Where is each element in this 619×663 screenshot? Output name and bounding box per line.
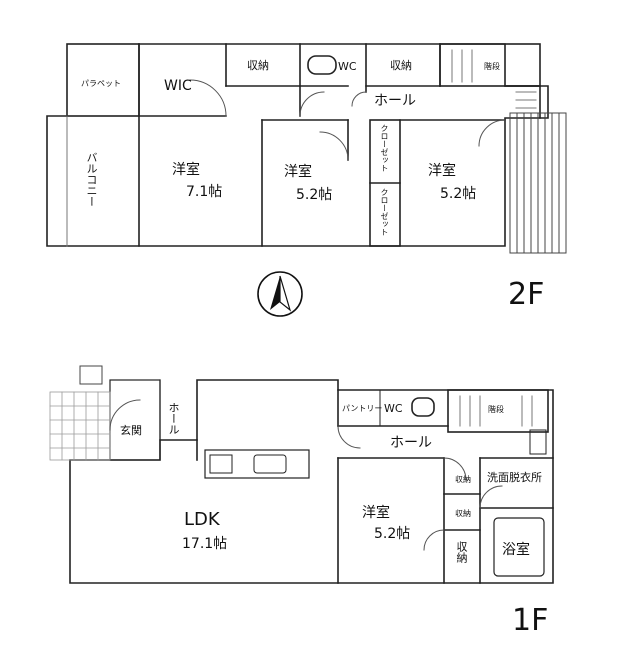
floor1-stairs-lines [459,395,533,427]
floor1-walls [69,379,554,584]
f2-closet-b-label: クローゼット [380,188,389,236]
f2-closet-a-label: クローゼット [380,124,389,172]
f2-stairs-label: 階段 [484,62,500,71]
f1-entrance-label: 玄関 [120,424,142,437]
f1-room-name: 洋室 [362,505,390,521]
f2-room-east-area: 5.2帖 [440,186,477,202]
f2-floor-label: 2F [508,277,545,312]
f2-room-mid-name: 洋室 [284,164,312,180]
f2-wic-label: WIC [164,78,192,94]
f2-hall-label: ホール [374,93,416,109]
f1-hall-west-label: ホール [167,402,180,435]
f1-ldk-name: LDK [184,509,220,530]
f2-parapet-label: パラペット [81,79,121,88]
f1-stairs-label: 階段 [488,405,504,414]
floor2-doors [189,79,506,161]
f1-ldk-area: 17.1帖 [182,536,228,552]
f1-wc-label: WC [384,402,403,415]
f2-room-west-name: 洋室 [172,162,200,178]
f2-room-mid-area: 5.2帖 [296,187,333,203]
f2-storage-a-label: 収納 [247,59,269,72]
floor1-entrance-tiles [49,365,111,461]
f1-washroom-label: 洗面脱衣所 [487,471,542,484]
f1-storage-c-label: 収納 [455,541,468,563]
f1-pantry-label: パントリー [342,404,383,413]
f2-wc-label: WC [338,60,357,73]
floor2-walls [46,43,549,247]
floor2-stairs-lines [451,49,537,109]
f2-storage-b-label: 収納 [390,59,412,72]
f2-room-east-name: 洋室 [428,163,456,179]
f1-floor-label: 1F [512,603,549,638]
floor1-doors [109,399,503,551]
f1-storage-b-label: 収納 [455,509,471,518]
f2-balcony-label: バルコニー [85,152,98,207]
f2-room-west-area: 7.1帖 [186,184,223,200]
north-compass-icon [257,271,303,317]
f1-hall-east-label: ホール [390,435,432,451]
floor2-deck [509,112,567,254]
f1-bath-label: 浴室 [502,542,530,558]
f1-storage-a-label: 収納 [455,475,471,484]
f1-room-area: 5.2帖 [374,526,411,542]
